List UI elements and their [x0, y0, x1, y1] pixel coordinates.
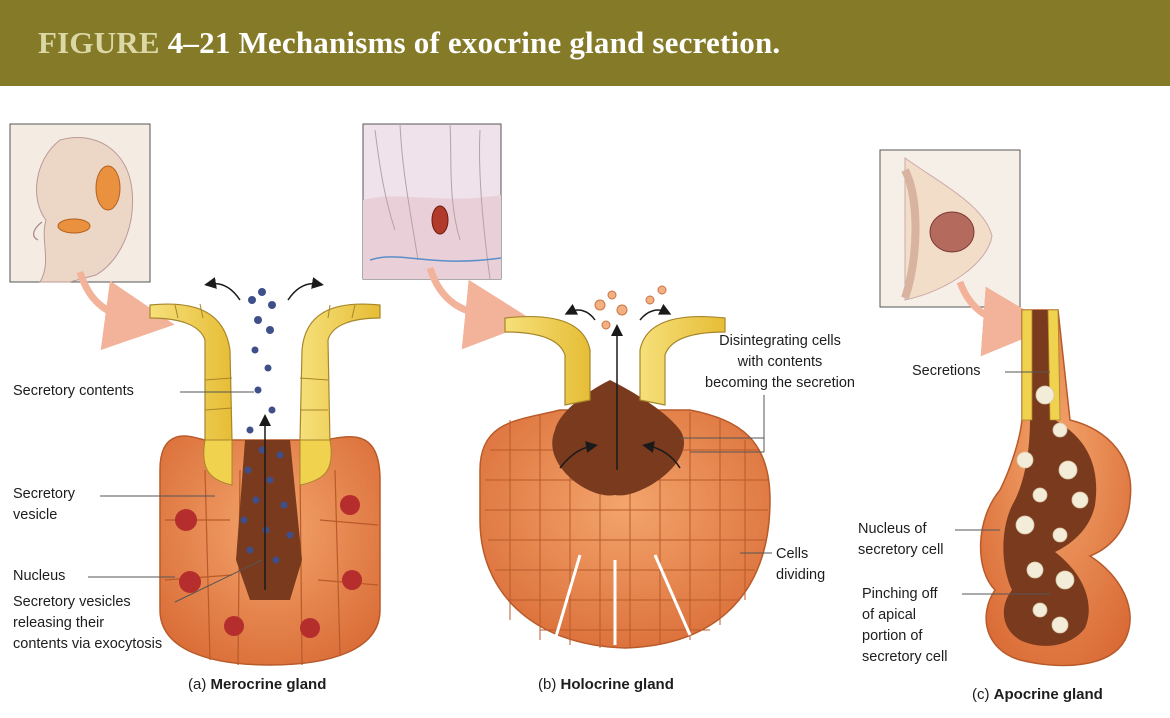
- figure-title: FIGURE 4–21 Mechanisms of exocrine gland…: [38, 25, 780, 61]
- label-pinching-line3: portion of: [862, 628, 923, 644]
- caption-holocrine-name: Holocrine gland: [560, 676, 674, 693]
- apocrine-gland: [979, 309, 1132, 667]
- label-disintegrating-line3: becoming the secretion: [705, 375, 855, 391]
- label-nucleus: Nucleus: [13, 568, 66, 584]
- merocrine-vesicles: [240, 288, 294, 564]
- holocrine-leader-lines: [680, 395, 772, 554]
- label-secretory-contents: Secretory contents: [13, 383, 134, 399]
- label-disintegrating-line2: with contents: [737, 354, 823, 370]
- label-releasing-line1: Secretory vesicles: [13, 594, 131, 610]
- label-cells-dividing-line1: Cells: [776, 546, 809, 562]
- caption-merocrine: (a) Merocrine gland: [188, 676, 326, 693]
- figure-number-prefix: FIGURE: [38, 25, 160, 60]
- merocrine-leader-lines: [88, 391, 263, 603]
- figure-title-text: 4–21 Mechanisms of exocrine gland secret…: [167, 25, 781, 60]
- label-cells-dividing-line2: dividing: [776, 567, 826, 583]
- holocrine-inset: [362, 123, 502, 280]
- caption-merocrine-prefix: (a): [188, 676, 207, 693]
- label-secretory-vesicle-line2: vesicle: [13, 507, 58, 523]
- caption-apocrine-name: Apocrine gland: [993, 686, 1103, 703]
- label-pinching-line2: of apical: [862, 607, 917, 623]
- apocrine-pointer-arrow: [956, 280, 1053, 357]
- label-secretory-vesicle-line1: Secretory: [13, 486, 76, 502]
- caption-apocrine-prefix: (c): [972, 686, 990, 703]
- caption-holocrine-prefix: (b): [538, 676, 557, 693]
- holocrine-pointer-arrow: [426, 266, 535, 350]
- label-pinching-line1: Pinching off: [862, 586, 938, 602]
- merocrine-gland: [149, 277, 381, 666]
- caption-apocrine: (c) Apocrine gland: [972, 686, 1103, 703]
- merocrine-inset: [9, 123, 151, 283]
- label-pinching-line4: secretory cell: [862, 649, 948, 665]
- label-releasing-line2: releasing their: [13, 615, 105, 631]
- illustration: [9, 123, 1132, 667]
- holocrine-gland: [479, 285, 771, 649]
- caption-holocrine: (b) Holocrine gland: [538, 676, 674, 693]
- apocrine-inset: [879, 149, 1021, 308]
- label-secretions: Secretions: [912, 363, 981, 379]
- caption-merocrine-name: Merocrine gland: [210, 676, 327, 693]
- label-releasing-line3: contents via exocytosis: [13, 636, 163, 652]
- title-bar: FIGURE 4–21 Mechanisms of exocrine gland…: [0, 0, 1170, 86]
- label-nucleus-secretory-line2: secretory cell: [858, 542, 944, 558]
- apocrine-leader-lines: [955, 371, 1050, 595]
- label-disintegrating-line1: Disintegrating cells: [719, 333, 841, 349]
- label-nucleus-secretory-line1: Nucleus of: [858, 521, 927, 537]
- merocrine-pointer-arrow: [76, 270, 175, 351]
